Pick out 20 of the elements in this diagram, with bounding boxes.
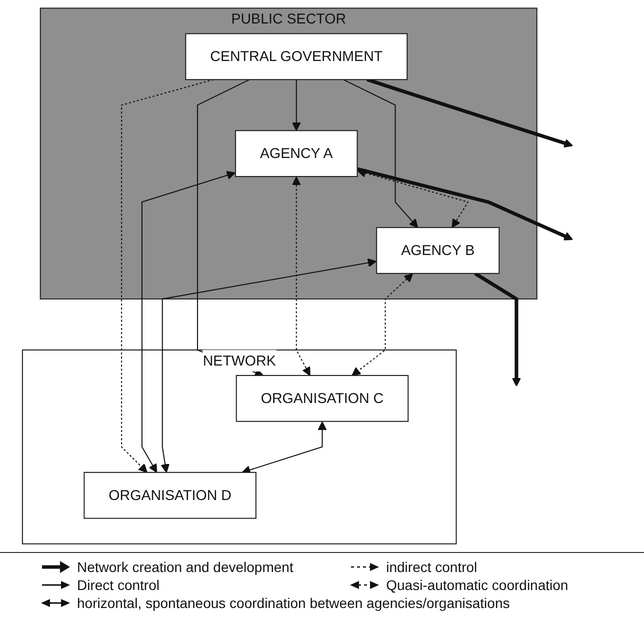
arrow [357, 168, 469, 228]
node-box [236, 374, 409, 422]
cluster [40, 8, 538, 300]
arrow [160, 258, 377, 473]
legend-text: horizontal, spontaneous coordination between agencies/organisations [77, 595, 510, 611]
arrow [141, 170, 236, 473]
node-box [84, 472, 256, 519]
arrow [474, 272, 521, 387]
arrow [343, 79, 418, 228]
arrow [292, 80, 301, 131]
legend-text: indirect control [386, 559, 478, 575]
arrow [292, 176, 310, 376]
legend-text: Quasi-automatic coordination [386, 577, 568, 593]
node-box [376, 227, 500, 274]
legend-text: Network creation and development [77, 559, 294, 575]
node-box [185, 33, 408, 80]
legend-text: Direct control [77, 577, 160, 593]
arrow [352, 273, 414, 376]
node-box [235, 130, 358, 178]
arrow [356, 167, 573, 240]
